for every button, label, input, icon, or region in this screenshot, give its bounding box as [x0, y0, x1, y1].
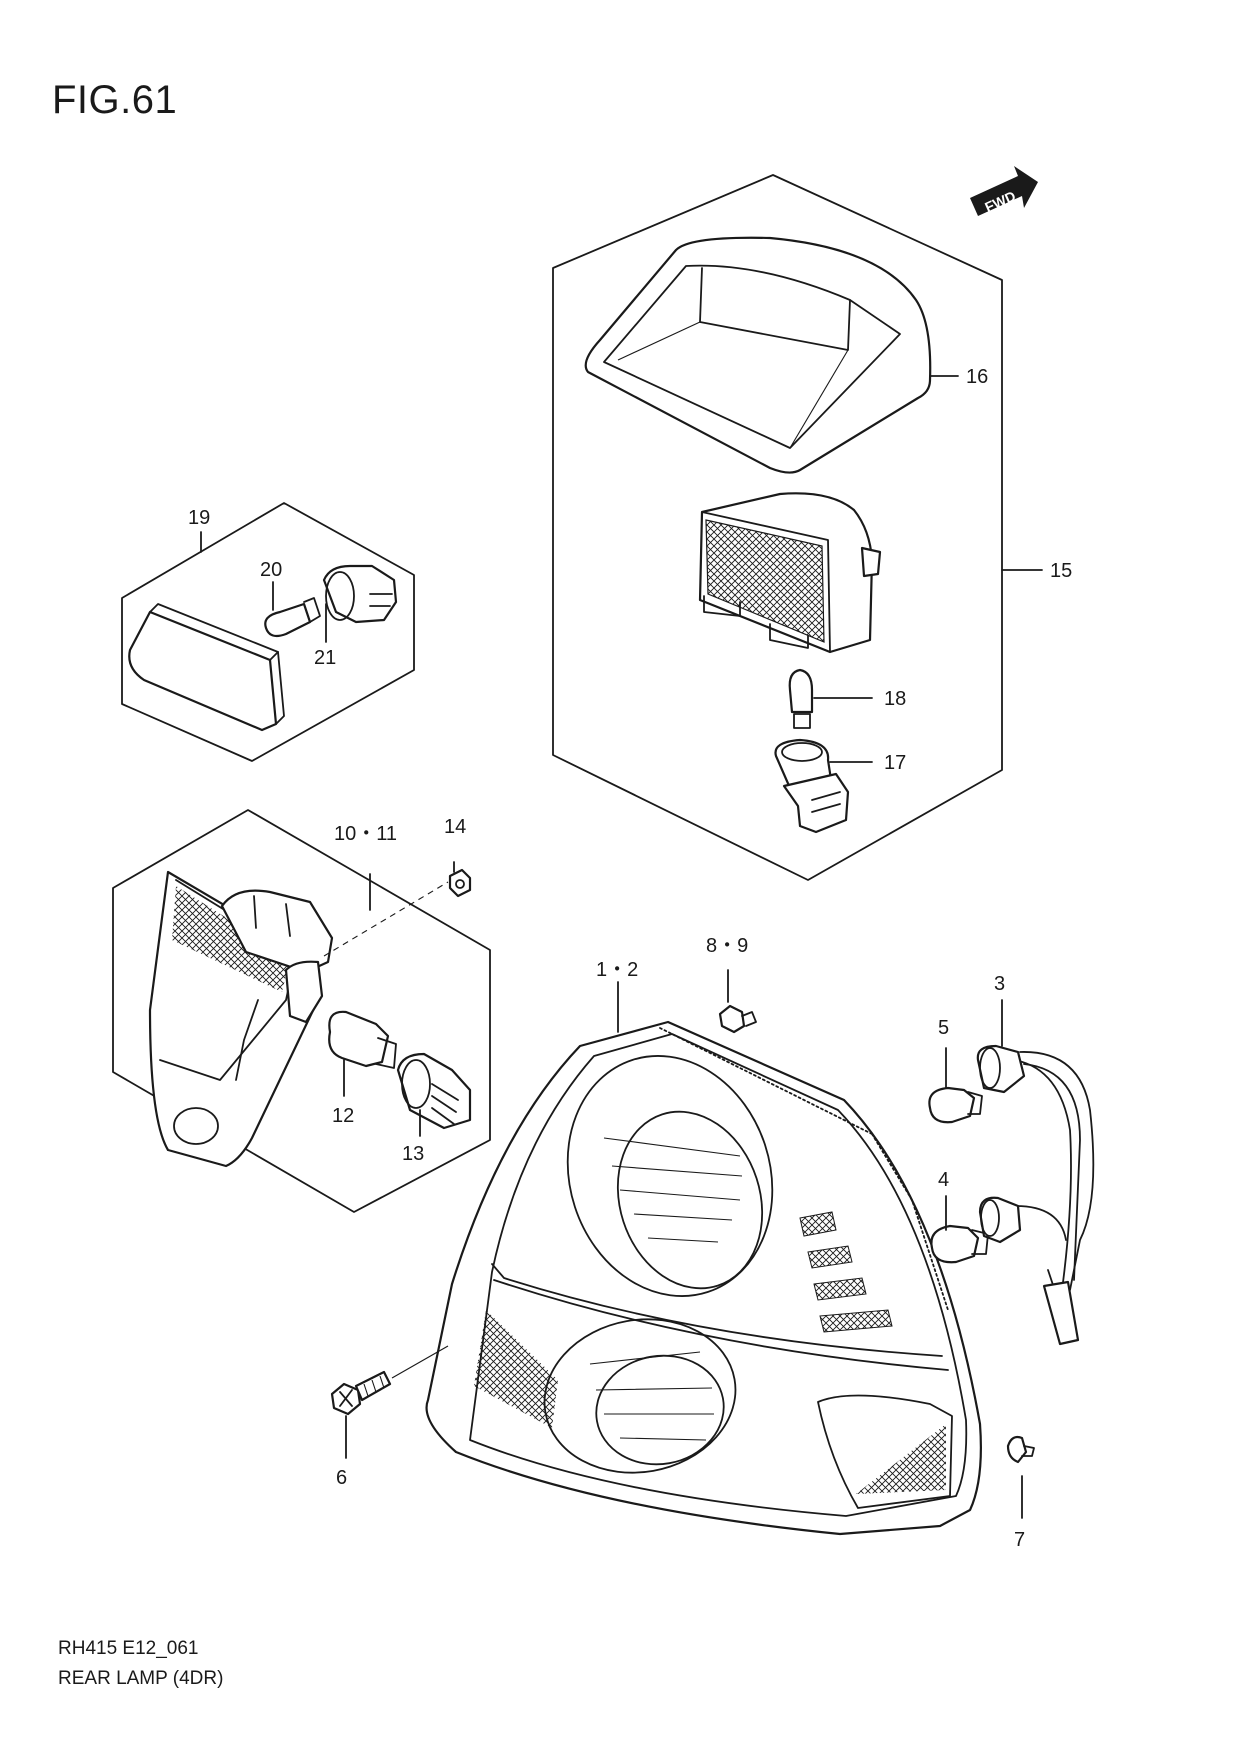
callout-1-2: 1・2	[596, 959, 638, 981]
callout-12: 12	[332, 1105, 354, 1127]
part-18-bulb	[788, 668, 814, 729]
part-4-bulb	[930, 1196, 1022, 1264]
part-17-socket	[774, 738, 850, 834]
main-rear-lamp: 1・2	[425, 959, 982, 1536]
callout-13: 13	[402, 1143, 424, 1165]
callout-17: 17	[884, 752, 906, 774]
callout-20: 20	[260, 559, 282, 581]
harness-and-bulbs: 3 5 4	[928, 973, 1095, 1346]
callout-6: 6	[336, 1467, 347, 1489]
license-lamp-group: 19 20 21	[121, 502, 415, 762]
forward-arrow-icon: FWD	[970, 166, 1038, 216]
callout-3: 3	[994, 973, 1005, 995]
part-13-socket	[396, 1052, 472, 1130]
part-21-socket	[322, 564, 398, 624]
figure-title: FIG.61	[52, 78, 178, 122]
footer: RH415 E12_061 REAR LAMP (4DR)	[58, 1634, 223, 1694]
callout-16: 16	[966, 366, 988, 388]
callout-4: 4	[938, 1169, 949, 1191]
figure-description: REAR LAMP (4DR)	[58, 1668, 224, 1689]
figure-code: RH415 E12_061	[58, 1638, 199, 1659]
callout-21: 21	[314, 647, 336, 669]
callout-18: 18	[884, 688, 906, 710]
part-10-11-lamp-assembly	[148, 870, 334, 1168]
part-15-lamp-body	[698, 492, 882, 654]
callout-19: 19	[188, 507, 210, 529]
callout-15: 15	[1050, 560, 1072, 582]
part-14-nut	[448, 868, 472, 898]
part-16-lamp-cover	[584, 236, 932, 474]
part-3-harness-socket	[976, 1044, 1026, 1094]
callout-7: 7	[1014, 1529, 1025, 1551]
part-12-bulb	[328, 1010, 397, 1069]
high-mount-stop-lamp-group: 16 15 18 17	[552, 174, 1072, 881]
part-6-screw: 6	[330, 1345, 449, 1489]
callout-10-11: 10・11	[334, 823, 397, 845]
part-19-lamp-lens	[128, 603, 285, 732]
part-8-9-clip: 8・9	[706, 935, 757, 1034]
part-5-bulb	[928, 1086, 983, 1124]
callout-5: 5	[938, 1017, 949, 1039]
part-20-bulb	[264, 597, 321, 638]
inner-rear-lamp-group: 10・11 14 12 13	[112, 809, 491, 1213]
part-7-clip: 7	[1006, 1435, 1035, 1551]
callout-8-9: 8・9	[706, 935, 748, 957]
callout-14: 14	[444, 816, 466, 838]
